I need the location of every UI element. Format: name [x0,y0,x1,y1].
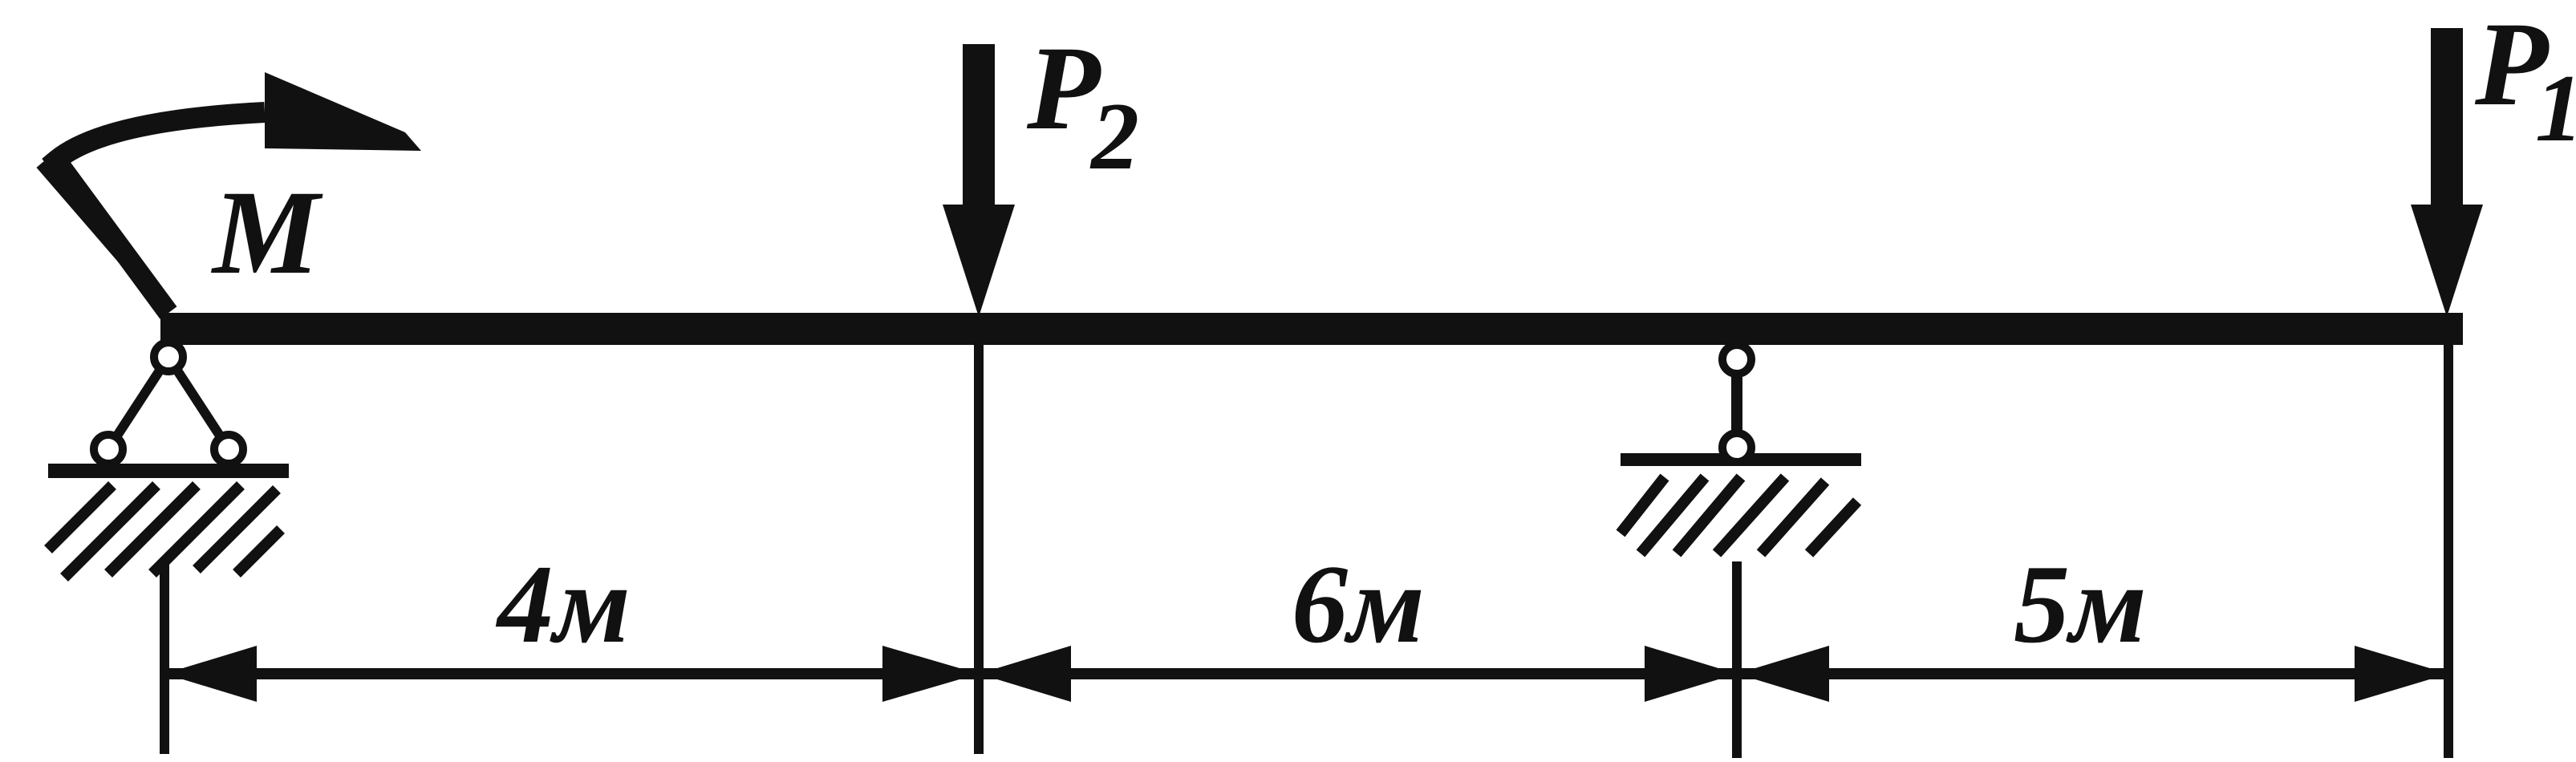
dimension-unit-5: м [2066,542,2147,667]
dimension-line-6 [979,646,1737,702]
dimension-label-5: 5м [2014,542,2147,667]
moment-arrow [36,72,421,319]
pinned-support [44,338,289,582]
moment-label: M [211,166,323,299]
dimension-line-5 [1737,646,2448,702]
force-p1-label: P [2474,0,2550,131]
force-p1-subscript: 1 [2535,55,2576,161]
dimension-unit-6: м [1344,542,1425,667]
force-p1-arrow [2411,28,2483,317]
dimension-unit-4: м [550,542,631,667]
dimension-value-5: 5 [2014,542,2070,667]
dimension-line-4 [164,646,979,702]
beam [160,313,2463,345]
dimension-value-4: 4 [495,542,554,667]
roller-support [1616,341,1862,557]
dimension-value-6: 6 [1292,542,1348,667]
force-p2-arrow [943,44,1015,317]
force-p2-subscript: 2 [1089,83,1139,189]
extension-lines [160,345,2453,758]
dimension-label-4: 4м [495,542,631,667]
dimension-label-6: 6м [1292,542,1425,667]
force-p2-label: P [1026,22,1101,155]
